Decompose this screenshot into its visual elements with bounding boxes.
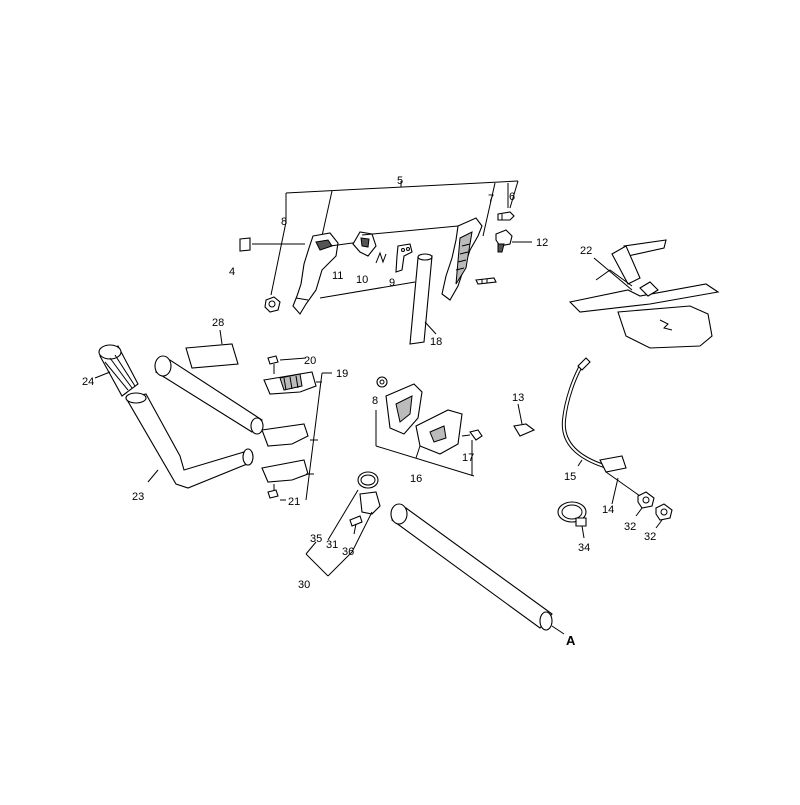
label-32-left: 32 (624, 521, 636, 533)
label-18: 18 (430, 336, 442, 348)
label-20: 20 (304, 355, 316, 367)
label-31: 31 (326, 539, 338, 551)
label-7: 7 (488, 193, 494, 205)
switch-12 (495, 229, 532, 253)
handle-half-left (292, 232, 416, 315)
hose-clamp-34 (557, 501, 587, 539)
label-6: 6 (509, 191, 515, 203)
tube-18 (409, 253, 437, 345)
plate-4 (239, 237, 305, 252)
bracket-5 (270, 180, 519, 296)
trigger-11 (352, 225, 459, 257)
label-24: 24 (82, 376, 94, 388)
spring-10 (375, 251, 387, 264)
label-10: 10 (356, 274, 368, 286)
grip-24 (94, 344, 139, 397)
nut-8-upper (264, 296, 281, 313)
label-32-right: 32 (644, 531, 656, 543)
label-9: 9 (389, 277, 395, 289)
label-15: 15 (564, 471, 576, 483)
screw-6 (497, 211, 515, 221)
label-17: 17 (462, 452, 474, 464)
label-11: 11 (332, 270, 343, 282)
mount-16 (375, 376, 483, 477)
nut-32-left (635, 491, 655, 517)
label-21: 21 (288, 496, 300, 508)
part-labels: 5 7 6 8 12 22 4 11 10 9 28 18 20 19 24 1… (82, 175, 656, 648)
label-35: 35 (310, 533, 322, 545)
lever-9 (395, 243, 413, 273)
label-12: 12 (536, 237, 548, 249)
label-5: 5 (397, 175, 403, 187)
tube-upper-left (154, 355, 264, 435)
label-36: 36 (342, 546, 354, 558)
harness-22 (568, 239, 720, 349)
handle-half-right (441, 217, 483, 301)
screw-7 (475, 277, 497, 285)
clamp-30 (305, 471, 381, 577)
label-30: 30 (298, 579, 310, 591)
clamp-group-19 (261, 355, 332, 501)
label-23: 23 (132, 491, 144, 503)
label-8-upper: 8 (281, 216, 287, 228)
label-34: 34 (578, 542, 590, 554)
nut-32-right (655, 503, 673, 529)
label-28: 28 (212, 317, 224, 329)
label-16: 16 (410, 473, 422, 485)
throttle-cable (561, 357, 641, 505)
label-19: 19 (336, 368, 348, 380)
label-8-lower: 8 (372, 395, 378, 407)
label-4: 4 (229, 266, 235, 278)
lever-13 (513, 403, 536, 437)
plate-28 (185, 329, 239, 369)
label-13: 13 (512, 392, 524, 404)
label-A: A (566, 633, 576, 648)
label-22: 22 (580, 245, 592, 257)
main-tube (390, 503, 565, 635)
label-14: 14 (602, 504, 614, 516)
handle-23 (125, 392, 254, 489)
